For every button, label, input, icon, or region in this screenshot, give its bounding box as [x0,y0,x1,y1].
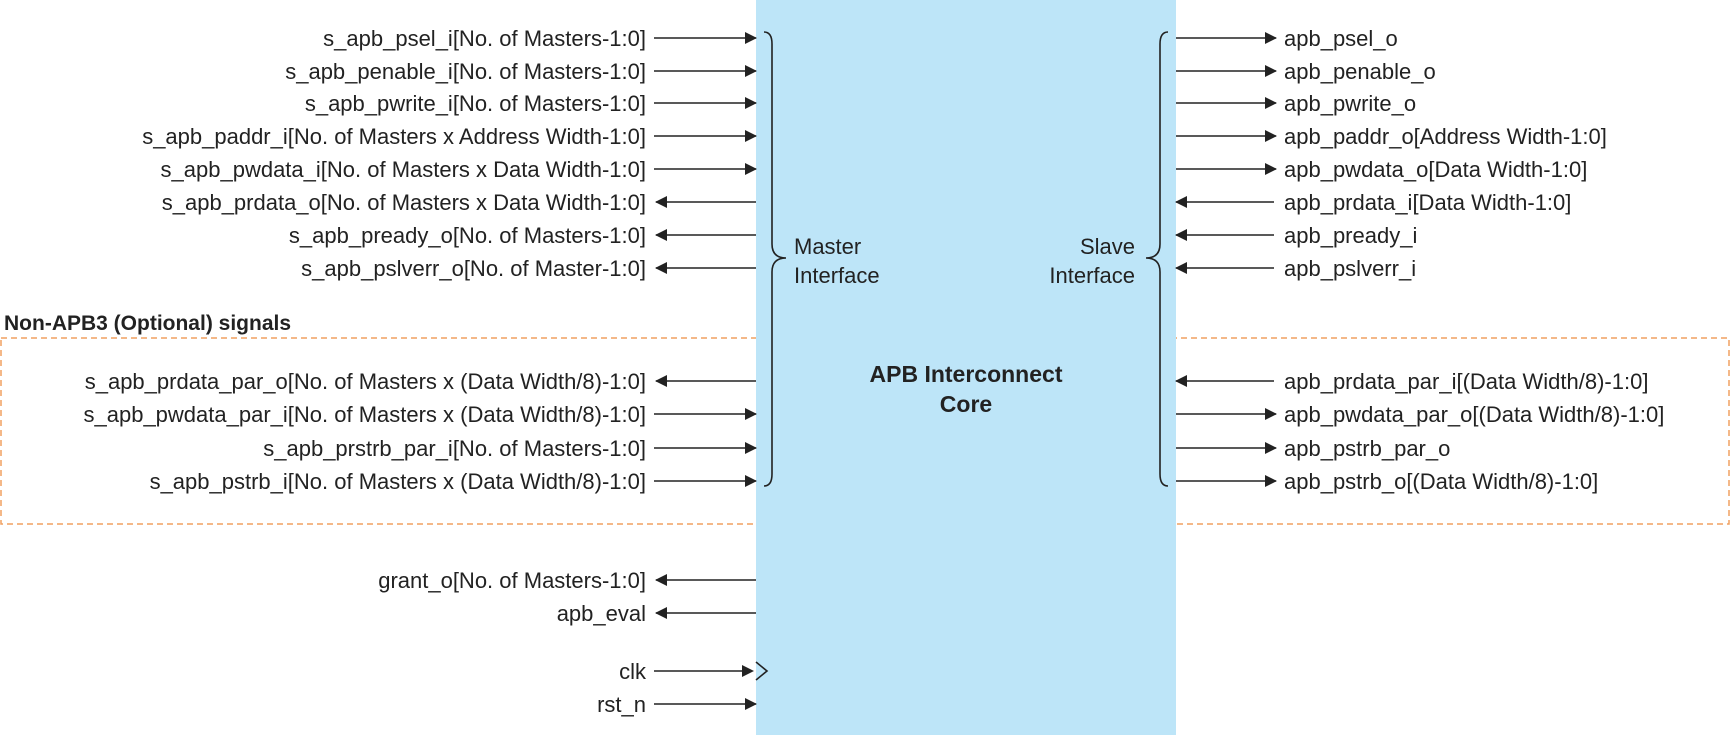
left-signal-10-label: s_apb_prstrb_par_i[No. of Masters-1:0] [263,436,646,461]
left-signal-15-label: rst_n [597,692,646,717]
left-signal-7-label: s_apb_pslverr_o[No. of Master-1:0] [301,256,646,281]
right-signal-5-label: apb_prdata_i[Data Width-1:0] [1284,190,1571,215]
right-signal-10-label: apb_pstrb_par_o [1284,436,1450,461]
master-interface-label-line1: Master [794,234,861,259]
interconnect-core-block [756,0,1176,735]
slave-interface-brace [1145,31,1169,487]
master-interface-label-line2: Interface [794,263,880,288]
right-signal-8-label: apb_prdata_par_i[(Data Width/8)-1:0] [1284,369,1648,394]
left-signal-14-arrowhead [742,665,754,677]
right-signal-7-label: apb_pslverr_i [1284,256,1416,281]
left-signal-6-label: s_apb_pready_o[No. of Masters-1:0] [289,223,646,248]
left-signal-8-label: s_apb_prdata_par_o[No. of Masters x (Dat… [85,369,646,394]
left-signal-2-label: s_apb_pwrite_i[No. of Masters-1:0] [305,91,646,116]
left-signal-13-label: apb_eval [557,601,646,626]
left-signal-4-label: s_apb_pwdata_i[No. of Masters x Data Wid… [161,157,646,182]
left-signal-9-label: s_apb_pwdata_par_i[No. of Masters x (Dat… [84,402,647,427]
right-signal-6-label: apb_pready_i [1284,223,1417,248]
left-signal-3-label: s_apb_paddr_i[No. of Masters x Address W… [142,124,646,149]
right-signal-0-label: apb_psel_o [1284,26,1398,51]
left-signal-11-label: s_apb_pstrb_i[No. of Masters x (Data Wid… [150,469,646,494]
left-signal-14-clock-marker [755,661,769,681]
slave-interface-label-line1: Slave [1080,234,1135,259]
left-signal-5-label: s_apb_prdata_o[No. of Masters x Data Wid… [162,190,646,215]
right-signal-4-label: apb_pwdata_o[Data Width-1:0] [1284,157,1587,182]
right-signal-3-label: apb_paddr_o[Address Width-1:0] [1284,124,1607,149]
core-title-line2: Core [940,391,992,417]
left-signal-1-label: s_apb_penable_i[No. of Masters-1:0] [285,59,646,84]
left-signal-12-label: grant_o[No. of Masters-1:0] [378,568,646,593]
core-title-line1: APB Interconnect [870,361,1063,387]
slave-interface-label-line2: Interface [1049,263,1135,288]
right-signal-1-label: apb_penable_o [1284,59,1436,84]
right-signal-9-label: apb_pwdata_par_o[(Data Width/8)-1:0] [1284,402,1664,427]
right-signal-11-label: apb_pstrb_o[(Data Width/8)-1:0] [1284,469,1598,494]
master-interface-brace [763,31,787,487]
left-signal-0-label: s_apb_psel_i[No. of Masters-1:0] [323,26,646,51]
slave-side-signals: apb_psel_o apb_penable_o apb_pwrite_o apb_p… [1175,26,1664,494]
right-signal-2-label: apb_pwrite_o [1284,91,1416,116]
left-signal-14-label: clk [619,659,647,684]
master-side-signals: s_apb_psel_i[No. of Masters-1:0] s_apb_pe… [84,26,769,717]
optional-section-label: Non-APB3 (Optional) signals [4,312,291,335]
